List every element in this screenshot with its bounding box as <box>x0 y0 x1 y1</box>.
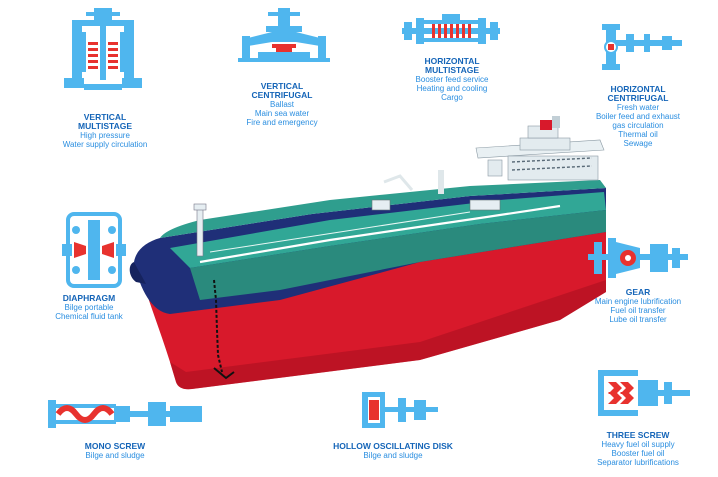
use-line: Thermal oil <box>618 130 658 139</box>
title-line: HORIZONTAL <box>424 56 480 66</box>
label-horizontal-multistage: HORIZONTAL MULTISTAGE Booster feed servi… <box>372 56 532 103</box>
title-line: MULTISTAGE <box>425 65 479 75</box>
use-line: Lube oil transfer <box>609 315 667 324</box>
label-hollow-oscillating-disk: HOLLOW OSCILLATING DISK Bilge and sludge <box>300 441 486 461</box>
title-line: HORIZONTAL <box>610 84 666 94</box>
title-line: CENTRIFUGAL <box>251 90 313 100</box>
horizontal-centrifugal-pump-icon <box>602 24 682 70</box>
bridge-superstructure <box>475 116 605 181</box>
title-line: THREE SCREW <box>606 430 670 440</box>
use-line: Heavy fuel oil supply <box>601 440 675 449</box>
mono-screw-pump-icon <box>48 400 202 428</box>
label-gear: GEAR Main engine lubrification Fuel oil … <box>560 287 716 325</box>
use-line: Bilge portable <box>64 303 114 312</box>
use-line: gas circulation <box>612 121 664 130</box>
title-line: VERTICAL <box>260 81 304 91</box>
diaphragm-pump-icon <box>62 212 126 288</box>
use-line: Sewage <box>623 139 653 148</box>
use-line: Fresh water <box>616 103 660 112</box>
title-line: HOLLOW OSCILLATING DISK <box>333 441 453 451</box>
use-line: Boiler feed and exhaust <box>595 112 681 121</box>
label-vertical-centrifugal: VERTICAL CENTRIFUGAL Ballast Main sea wa… <box>200 81 364 128</box>
use-line: High pressure <box>80 131 130 140</box>
gear-pump-icon <box>588 238 688 278</box>
use-line: Bilge and sludge <box>85 451 145 460</box>
anchor-chain <box>213 279 223 373</box>
use-line: Chemical fluid tank <box>55 312 123 321</box>
title-line: MONO SCREW <box>84 441 146 451</box>
use-line: Booster feed service <box>415 75 489 84</box>
title-line: MULTISTAGE <box>78 121 132 131</box>
use-line: Fire and emergency <box>246 118 318 127</box>
label-three-screw: THREE SCREW Heavy fuel oil supply Booste… <box>560 430 716 468</box>
use-line: Water supply circulation <box>62 140 148 149</box>
use-line: Cargo <box>441 93 463 102</box>
title-line: DIAPHRAGM <box>62 293 116 303</box>
use-line: Separator lubrifications <box>597 458 679 467</box>
title-line: VERTICAL <box>83 112 127 122</box>
title-line: CENTRIFUGAL <box>607 93 669 103</box>
label-vertical-multistage: VERTICAL MULTISTAGE High pressure Water … <box>20 112 190 150</box>
use-line: Bilge and sludge <box>363 451 423 460</box>
use-line: Heating and cooling <box>416 84 488 93</box>
vertical-centrifugal-pump-icon <box>238 8 330 62</box>
use-line: Main engine lubrification <box>594 297 682 306</box>
three-screw-pump-icon <box>598 370 690 416</box>
use-line: Ballast <box>269 100 294 109</box>
use-line: Booster fuel oil <box>611 449 665 458</box>
deck <box>160 180 606 238</box>
label-horizontal-centrifugal: HORIZONTAL CENTRIFUGAL Fresh water Boile… <box>560 84 716 149</box>
label-mono-screw: MONO SCREW Bilge and sludge <box>50 441 180 461</box>
hollow-oscillating-disk-pump-icon <box>362 392 438 428</box>
label-diaphragm: DIAPHRAGM Bilge portable Chemical fluid … <box>14 293 164 322</box>
forward-mast <box>196 207 204 257</box>
title-line: GEAR <box>625 287 651 297</box>
use-line: Main sea water <box>254 109 310 118</box>
horizontal-multistage-pump-icon <box>402 14 500 44</box>
use-line: Fuel oil transfer <box>610 306 666 315</box>
vertical-multistage-pump-icon <box>64 8 142 90</box>
